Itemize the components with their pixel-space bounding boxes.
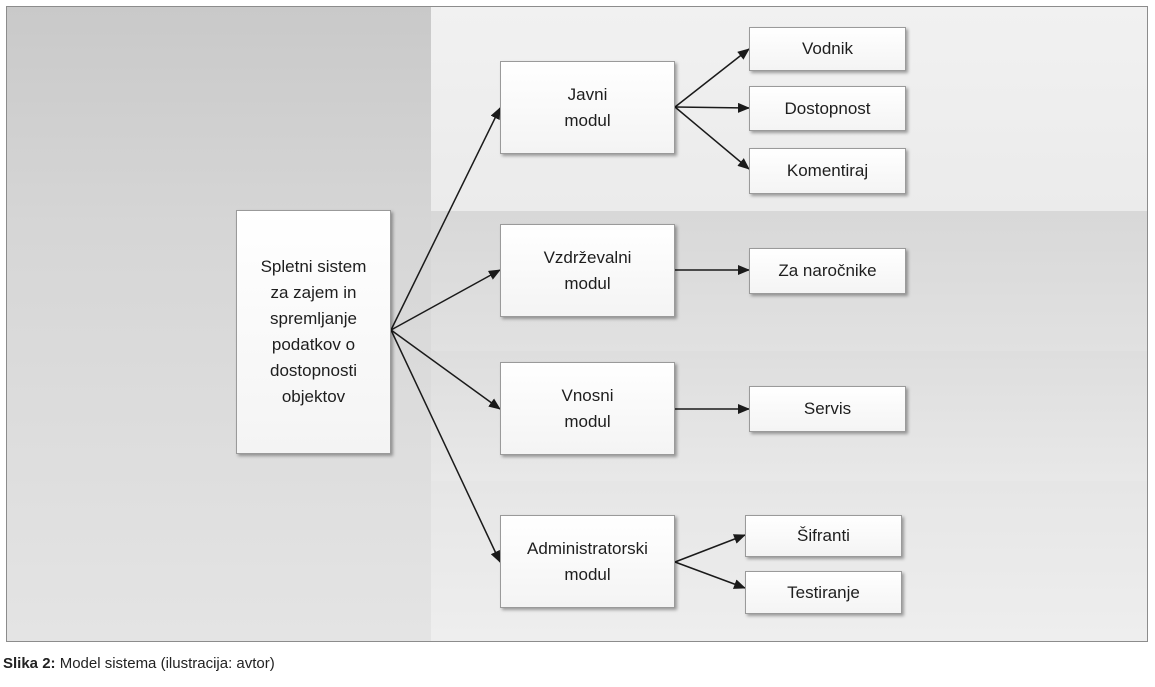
administratorski-modul-box: Administratorski modul	[500, 515, 675, 608]
vnosni-modul-box: Vnosni modul	[500, 362, 675, 455]
sifranti-box: Šifranti	[745, 515, 902, 557]
komentiraj-box: Komentiraj	[749, 148, 906, 194]
servis-box: Servis	[749, 386, 906, 432]
dostopnost-box: Dostopnost	[749, 86, 906, 131]
arrow-javni-to-komentiraj	[674, 106, 750, 170]
caption-text: Model sistema (ilustracija: avtor)	[55, 655, 275, 672]
figure-caption: Slika 2: Model sistema (ilustracija: avt…	[3, 655, 275, 672]
arrow-root-to-administratorski	[390, 329, 501, 563]
root-node-box: Spletni sistem za zajem in spremljanje p…	[236, 210, 391, 454]
javni-modul-box: Javni modul	[500, 61, 675, 154]
arrow-administratorski-to-sifranti	[674, 534, 746, 563]
arrow-root-to-vzdrzevalni	[390, 269, 501, 331]
connector-arrows	[390, 48, 750, 589]
vodnik-box: Vodnik	[749, 27, 906, 71]
vzdrzevalni-modul-box: Vzdrževalni modul	[500, 224, 675, 317]
diagram-figure: Spletni sistem za zajem in spremljanje p…	[6, 6, 1148, 642]
caption-label: Slika 2:	[3, 655, 56, 672]
testiranje-box: Testiranje	[745, 571, 902, 614]
arrow-administratorski-to-testiranje	[674, 561, 746, 589]
za-narocnike-box: Za naročnike	[749, 248, 906, 294]
arrow-root-to-javni	[390, 107, 501, 331]
arrow-root-to-vnosni	[390, 329, 501, 410]
arrow-javni-to-dostopnost	[674, 102, 750, 113]
arrow-javni-to-vodnik	[674, 48, 750, 108]
